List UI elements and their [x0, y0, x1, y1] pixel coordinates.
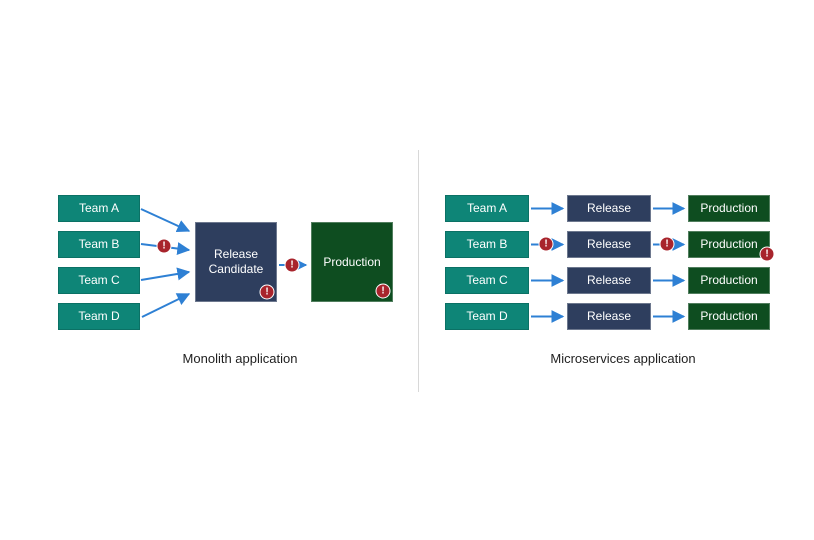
ms-row-d-production-label: Production [700, 309, 758, 323]
monolith-team-d-label: Team D [78, 309, 120, 323]
arrow-team-c-to-rc [140, 267, 191, 281]
warning-icon: ! [544, 238, 548, 250]
warning-badge-ms-b-release-arrow: ! [659, 236, 675, 252]
panel-divider [418, 150, 419, 392]
warning-icon: ! [162, 240, 166, 252]
ms-row-d-production-box: Production [688, 303, 770, 330]
monolith-team-c-box: Team C [58, 267, 140, 294]
ms-row-c-production-label: Production [700, 273, 758, 287]
warning-badge-release-candidate: ! [259, 284, 275, 300]
monolith-team-a-label: Team A [78, 201, 120, 215]
ms-row-a-team-label: Team A [466, 201, 508, 215]
monolith-team-b-label: Team B [78, 237, 120, 251]
warning-icon: ! [290, 259, 294, 271]
ms-row-c-team-box: Team C [445, 267, 529, 294]
ms-row-a-release-label: Release [586, 201, 632, 215]
warning-badge-ms-b-team-arrow: ! [538, 236, 554, 252]
monolith-team-a-box: Team A [58, 195, 140, 222]
ms-row-c-release-label: Release [586, 273, 632, 287]
ms-row-a-production-label: Production [700, 201, 758, 215]
ms-row-c-release-box: Release [567, 267, 651, 294]
warning-icon: ! [265, 286, 269, 298]
ms-row-a-release-box: Release [567, 195, 651, 222]
ms-row-d-team-box: Team D [445, 303, 529, 330]
microservices-caption: Microservices application [550, 351, 696, 366]
ms-row-a-production-box: Production [688, 195, 770, 222]
warning-badge-team-b-arrow: ! [156, 238, 172, 254]
ms-row-c-team-label: Team C [466, 273, 508, 287]
arrow-team-a-to-rc [140, 208, 191, 233]
warning-icon: ! [381, 285, 385, 297]
warning-badge-ms-b-production: ! [759, 246, 775, 262]
warning-icon: ! [665, 238, 669, 250]
monolith-caption: Monolith application [182, 351, 298, 366]
ms-row-b-production-label: Production [700, 237, 758, 251]
monolith-team-d-box: Team D [58, 303, 140, 330]
ms-row-c-production-box: Production [688, 267, 770, 294]
warning-badge-monolith-production: ! [375, 283, 391, 299]
warning-badge-rc-arrow: ! [284, 257, 300, 273]
ms-row-b-release-box: Release [567, 231, 651, 258]
ms-row-d-release-box: Release [567, 303, 651, 330]
release-candidate-label: Release Candidate [208, 247, 264, 276]
monolith-production-label: Production [323, 254, 381, 269]
ms-row-b-team-label: Team B [466, 237, 508, 251]
ms-row-b-release-label: Release [586, 237, 632, 251]
monolith-team-b-box: Team B [58, 231, 140, 258]
ms-row-d-team-label: Team D [466, 309, 508, 323]
warning-icon: ! [765, 248, 769, 260]
ms-row-d-release-label: Release [586, 309, 632, 323]
ms-row-b-team-box: Team B [445, 231, 529, 258]
monolith-team-c-label: Team C [78, 273, 120, 287]
ms-row-b-production-box: Production [688, 231, 770, 258]
arrow-team-d-to-rc [141, 293, 191, 318]
ms-row-a-team-box: Team A [445, 195, 529, 222]
